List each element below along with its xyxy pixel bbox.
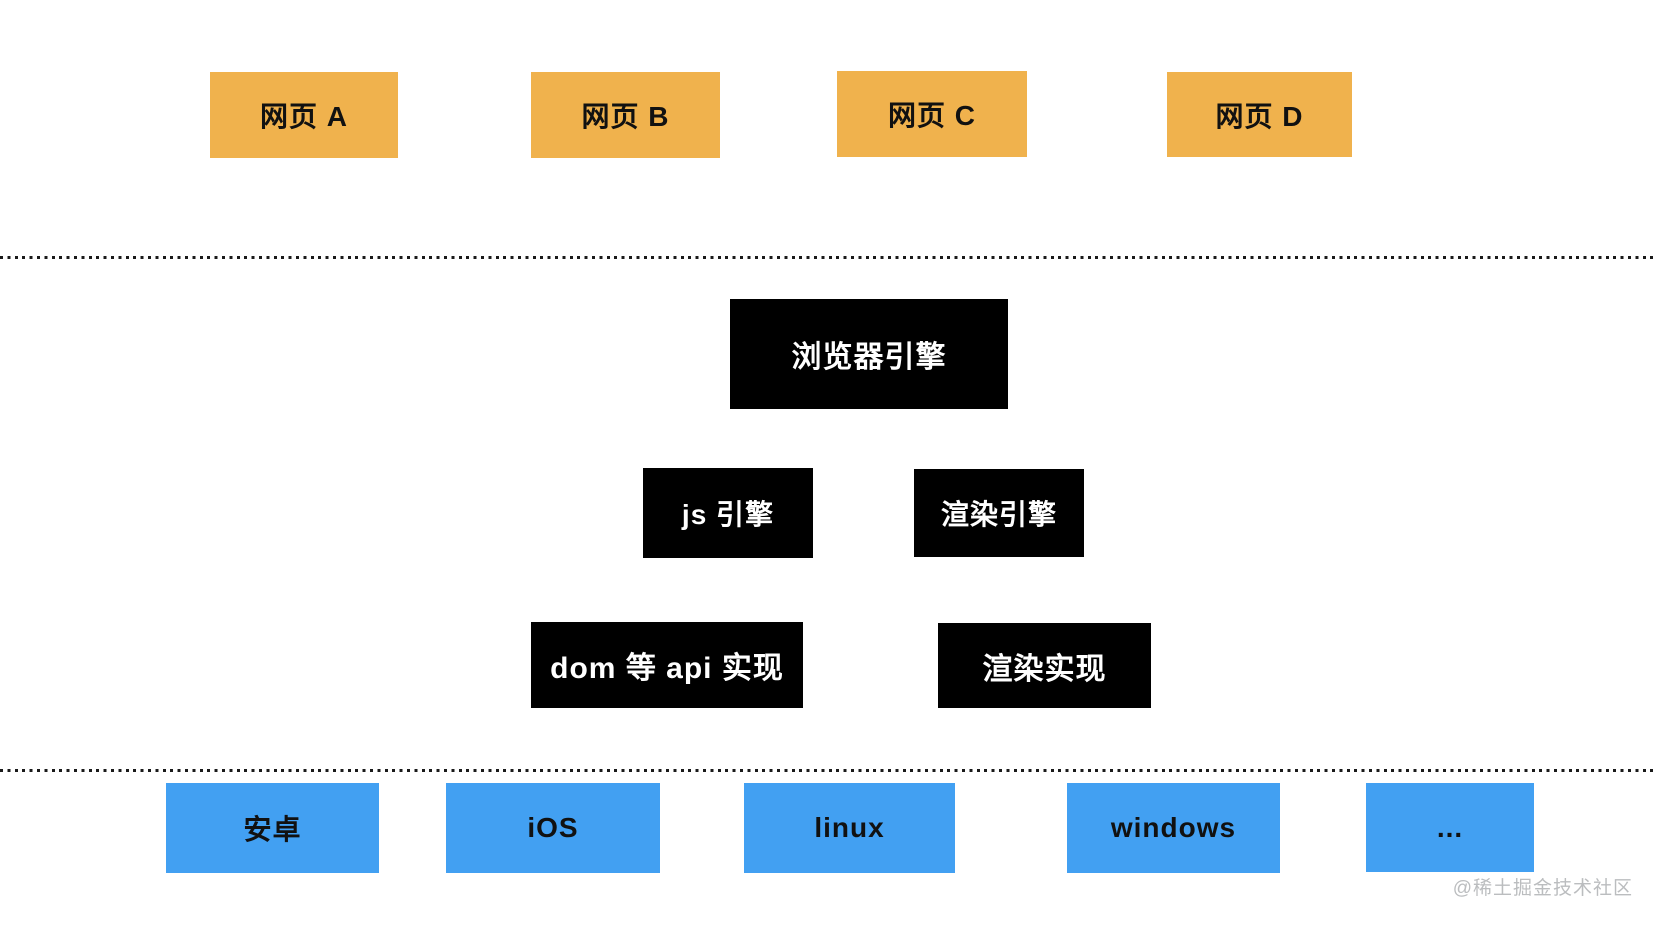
js-engine-box: js 引擎 — [643, 468, 813, 558]
separator-dotted-bottom — [0, 769, 1656, 772]
platform-windows-box: windows — [1067, 783, 1280, 873]
render-implementation-box: 渲染实现 — [938, 623, 1151, 708]
platform-more-box: ... — [1366, 783, 1534, 872]
webpage-c-box: 网页 C — [837, 71, 1027, 157]
render-engine-box: 渲染引擎 — [914, 469, 1084, 557]
dom-api-implementation-box: dom 等 api 实现 — [531, 622, 803, 708]
webpage-d-box: 网页 D — [1167, 72, 1352, 157]
webpage-b-box: 网页 B — [531, 72, 720, 158]
platform-linux-box: linux — [744, 783, 955, 873]
platform-ios-box: iOS — [446, 783, 660, 873]
separator-dotted-top — [0, 256, 1656, 259]
browser-engine-box: 浏览器引擎 — [730, 299, 1008, 409]
webpage-a-box: 网页 A — [210, 72, 398, 158]
platform-android-box: 安卓 — [166, 783, 379, 873]
watermark: @稀土掘金技术社区 — [1452, 878, 1633, 899]
